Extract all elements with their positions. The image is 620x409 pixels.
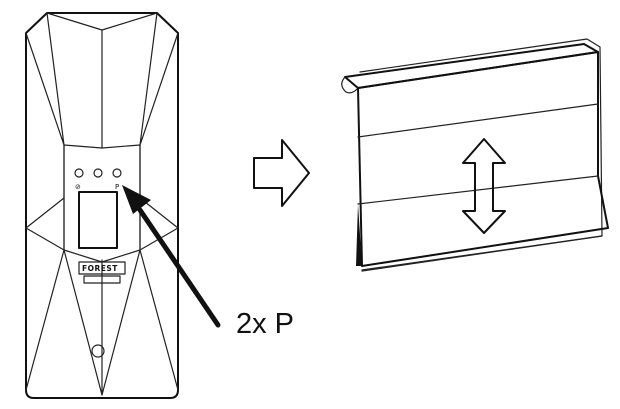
p-button-icon[interactable] — [112, 168, 122, 178]
instruction-label: 2x P — [236, 308, 295, 340]
stop-button-icon[interactable] — [74, 168, 84, 178]
device-display — [78, 191, 118, 249]
stop-button-label: ⊘ — [75, 183, 81, 191]
curtain-panel-icon — [341, 38, 609, 272]
device-center-panel — [63, 144, 141, 263]
device-facets — [25, 12, 179, 396]
curtain-bottom-edge — [361, 235, 603, 271]
middle-button-icon[interactable] — [93, 168, 103, 178]
p-button-label: P — [115, 183, 119, 191]
curtain-fold-1 — [357, 103, 599, 138]
brand-plate — [78, 261, 126, 275]
pointer-arrow-icon — [122, 185, 221, 328]
curtain-front-sheet — [357, 51, 609, 267]
curtain-bottom-shadow — [356, 204, 362, 266]
flow-arrow-icon — [253, 139, 310, 207]
brand-label: FOREST — [82, 264, 118, 273]
curtain-rail-curl — [341, 76, 359, 94]
up-down-arrow-icon — [462, 138, 506, 234]
motor-device-icon: ⊘ P FOREST — [25, 12, 179, 399]
curtain-back-sheet — [359, 38, 603, 272]
device-screw-hole — [91, 344, 105, 358]
brand-plate-lower — [83, 275, 121, 284]
curtain-top-rail — [344, 43, 599, 89]
curtain-fold-2 — [357, 175, 599, 205]
